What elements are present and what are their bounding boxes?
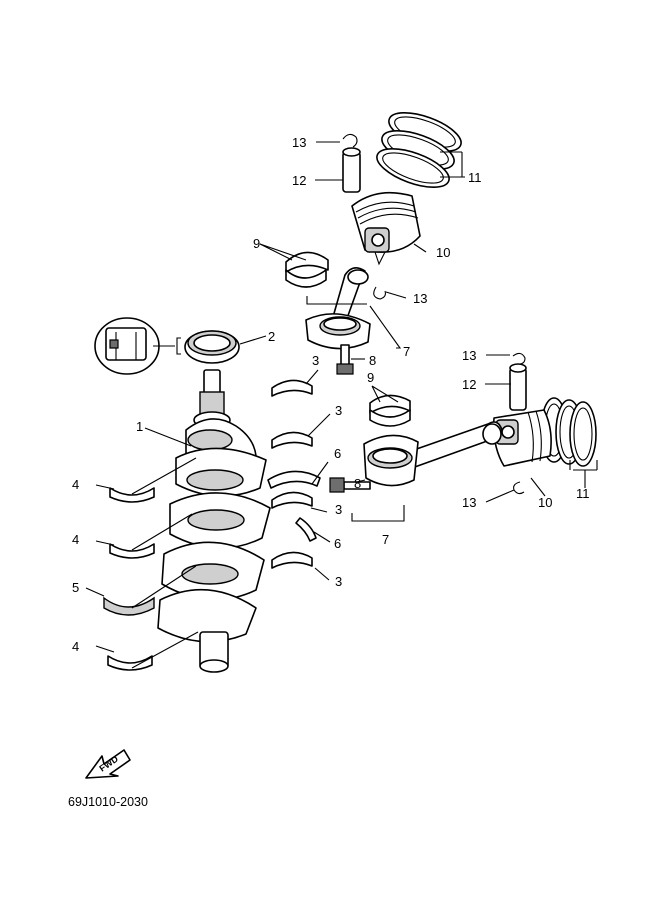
callout-10: 10	[436, 245, 450, 260]
callout-12: 12	[462, 377, 476, 392]
callout-11: 11	[576, 486, 590, 501]
callout-11: 11	[468, 170, 482, 185]
callout-6: 6	[334, 446, 341, 461]
circlip-upper-b	[373, 286, 386, 300]
callout-12: 12	[292, 173, 306, 188]
callout-3: 3	[335, 574, 342, 589]
rod-bolt-upper	[336, 344, 354, 375]
callout-2: 2	[268, 329, 275, 344]
callout-13: 13	[462, 495, 476, 510]
callout-13: 13	[462, 348, 476, 363]
thrust-washers	[267, 470, 321, 542]
callout-labels: 13 12 11 10 9 13 2 7 8 3 9 13 12 3 1 6 4…	[72, 135, 590, 654]
oil-seal-detail-inset	[94, 317, 181, 375]
callout-6: 6	[334, 536, 341, 551]
callout-10: 10	[538, 495, 552, 510]
callout-13: 13	[413, 291, 427, 306]
callout-4: 4	[72, 639, 79, 654]
main-bearings-right	[271, 379, 313, 569]
callout-1: 1	[136, 419, 143, 434]
piston-pin-right	[509, 363, 527, 411]
callout-7: 7	[403, 344, 410, 359]
callout-9: 9	[253, 236, 260, 251]
leader-lines	[85, 141, 598, 669]
piston-right	[492, 409, 552, 467]
rod-bearing-right	[369, 394, 411, 427]
callout-13: 13	[292, 135, 306, 150]
callout-4: 4	[72, 477, 79, 492]
piston-rings-upper	[376, 112, 462, 188]
oil-seal	[184, 330, 240, 364]
callout-9: 9	[367, 370, 374, 385]
main-bearings-left	[103, 487, 155, 671]
connecting-rod-right	[363, 421, 503, 487]
crankshaft	[157, 369, 271, 673]
callout-5: 5	[72, 580, 79, 595]
callout-3: 3	[335, 403, 342, 418]
callout-8: 8	[354, 476, 361, 491]
callout-8: 8	[369, 353, 376, 368]
callout-3: 3	[312, 353, 319, 368]
rod-bearing-upper	[285, 251, 329, 288]
diagram-code: 69J1010-2030	[68, 795, 148, 809]
callout-7: 7	[382, 532, 389, 547]
callout-4: 4	[72, 532, 79, 547]
connecting-rod-upper	[305, 267, 371, 350]
circlip-right-b	[513, 481, 525, 495]
forward-direction-arrow: FWD	[85, 749, 131, 779]
callout-3: 3	[335, 502, 342, 517]
circlip-upper-a	[342, 133, 358, 148]
piston-upper	[351, 191, 421, 266]
circlip-right-a	[512, 352, 526, 365]
piston-pin-upper	[342, 147, 361, 193]
